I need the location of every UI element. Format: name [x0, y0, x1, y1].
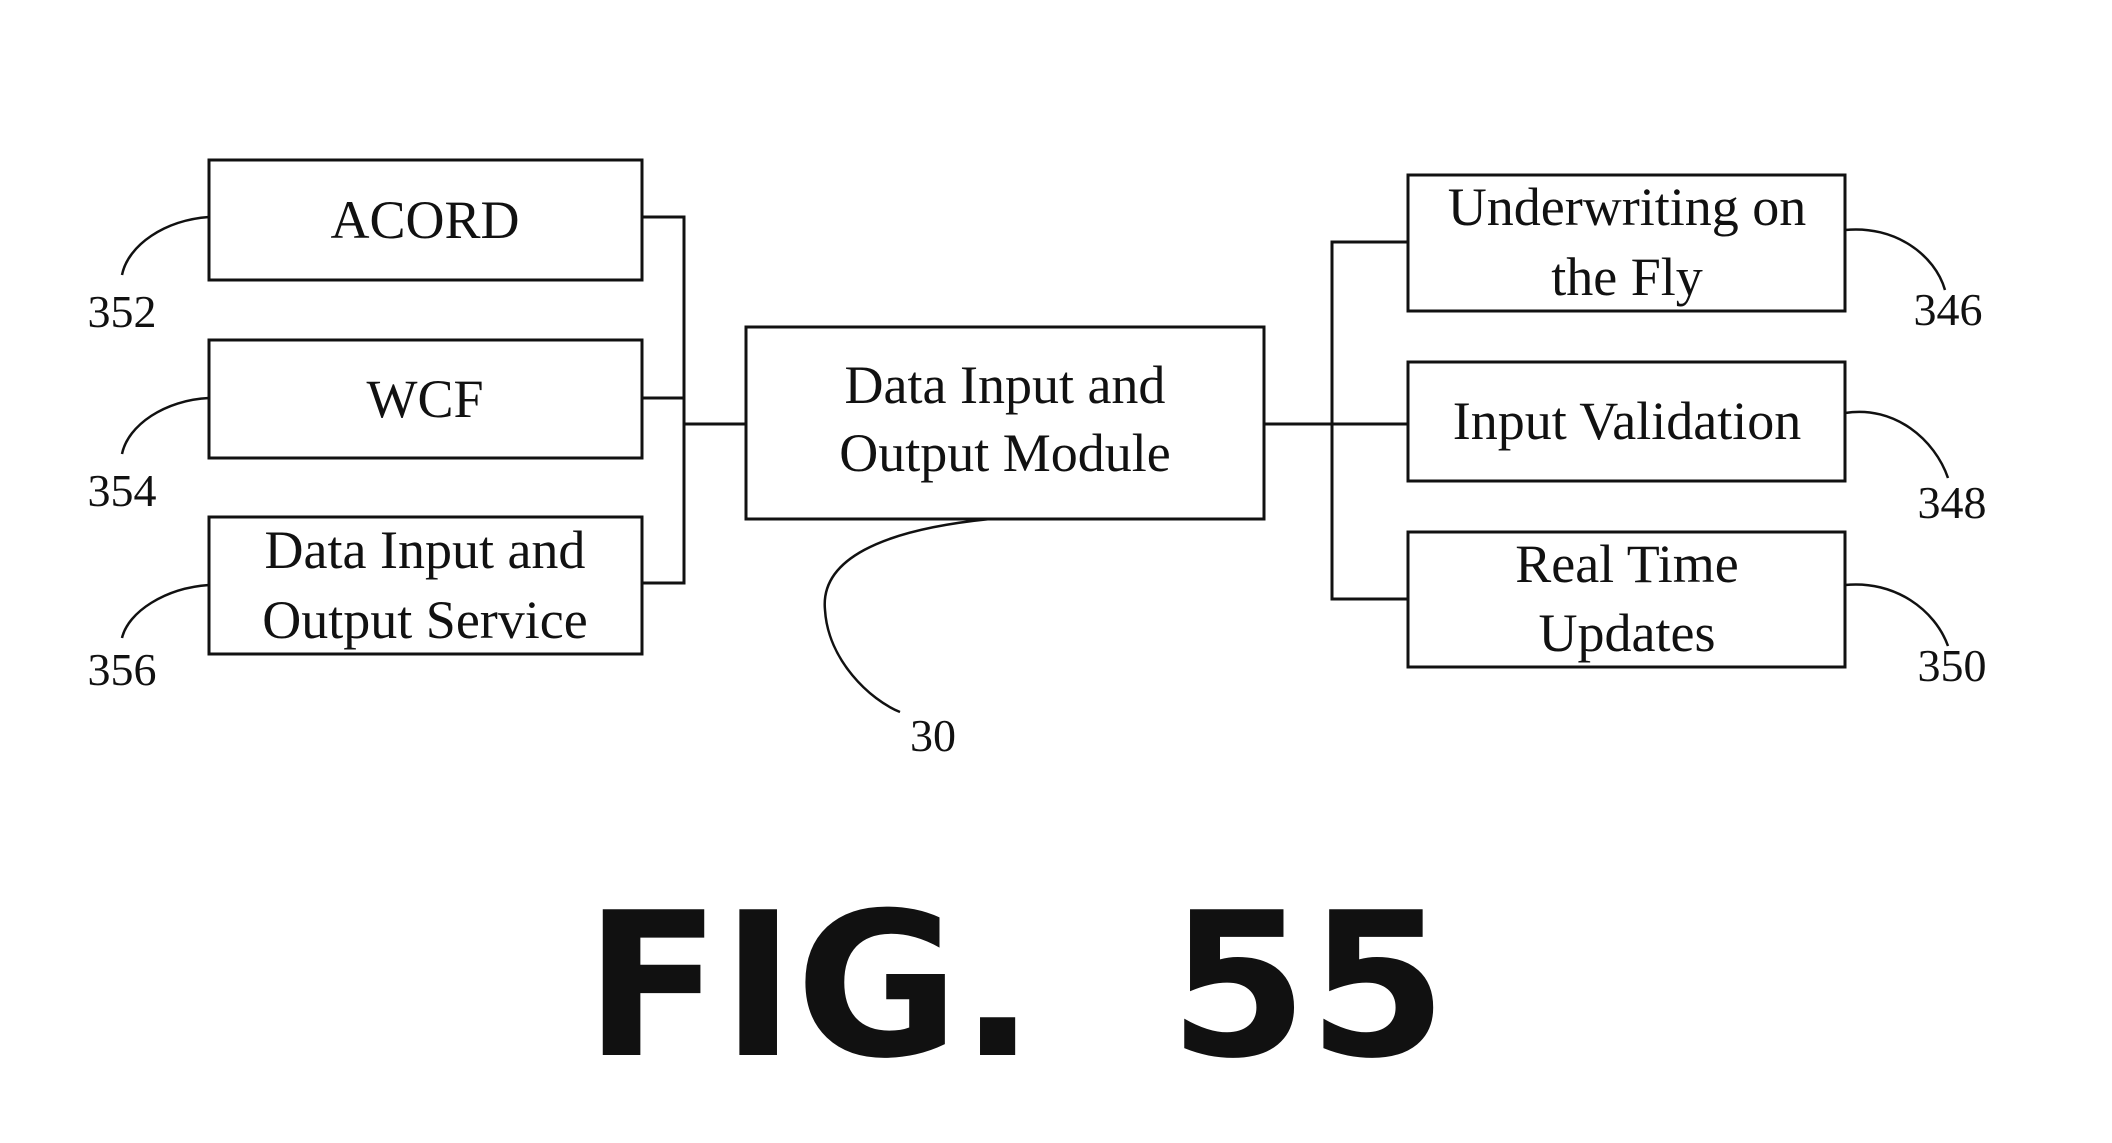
underwriting-on-the-fly-box: Underwriting on the Fly: [1408, 175, 1845, 311]
data-input-output-service-line1: Data Input and: [265, 520, 586, 580]
center-leader-line: [825, 519, 990, 712]
input-validation-label: Input Validation: [1453, 391, 1801, 451]
real-time-updates-box: Real Time Updates: [1408, 532, 1845, 667]
right-connectors: [1264, 242, 1408, 599]
acord-box: ACORD: [209, 160, 642, 280]
wcf-box: WCF: [209, 340, 642, 458]
ref-352: 352: [88, 286, 157, 337]
input-validation-box: Input Validation: [1408, 362, 1845, 481]
left-leader-lines: [122, 217, 209, 638]
ref-346: 346: [1914, 284, 1983, 335]
underwriting-on-the-fly-line2: the Fly: [1551, 247, 1703, 307]
underwriting-on-the-fly-line1: Underwriting on: [1448, 177, 1806, 237]
ref-30: 30: [910, 710, 956, 761]
wcf-label: WCF: [366, 369, 483, 429]
data-input-output-service-line2: Output Service: [262, 590, 587, 650]
data-input-output-service-box: Data Input and Output Service: [209, 517, 642, 654]
real-time-updates-line2: Updates: [1539, 603, 1716, 663]
acord-label: ACORD: [330, 190, 519, 250]
real-time-updates-line1: Real Time: [1515, 534, 1739, 594]
ref-348: 348: [1918, 477, 1987, 528]
data-input-output-module-box: Data Input and Output Module: [746, 327, 1264, 519]
figure-label: FIG.: [584, 870, 1035, 1103]
figure-number: 55: [1169, 870, 1447, 1103]
ref-354: 354: [88, 465, 157, 516]
ref-356: 356: [88, 644, 157, 695]
left-connectors: [642, 217, 746, 583]
data-input-output-module-line2: Output Module: [839, 423, 1171, 483]
data-input-output-module-line1: Data Input and: [845, 355, 1166, 415]
ref-350: 350: [1918, 640, 1987, 691]
